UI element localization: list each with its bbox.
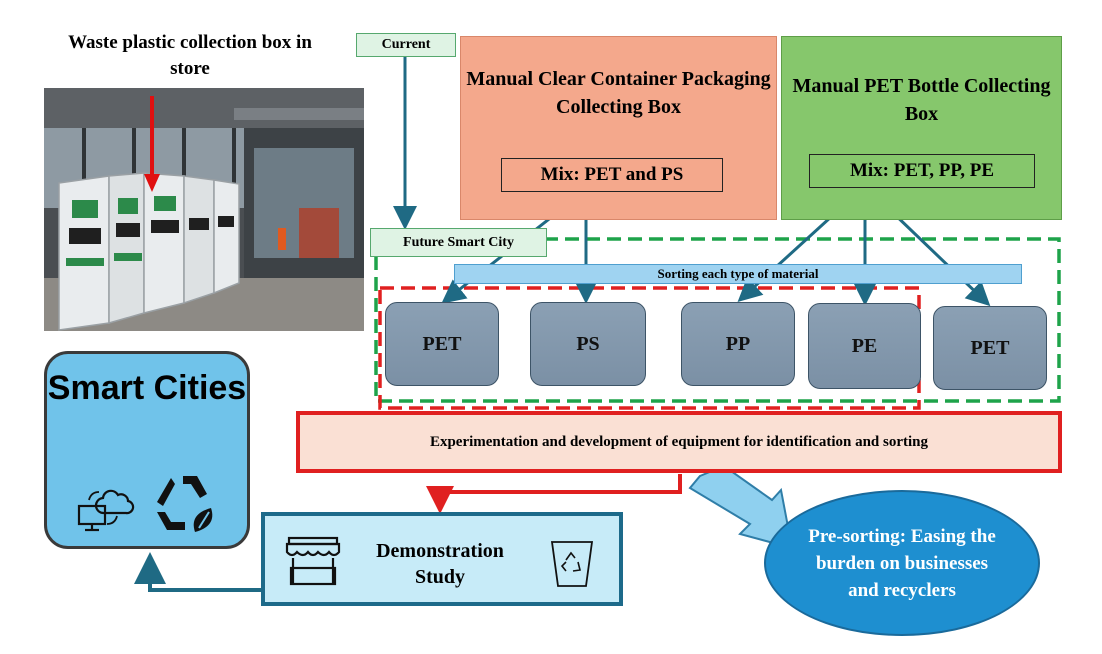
recycle-bin-icon <box>550 541 594 587</box>
material-ps: PS <box>530 302 646 386</box>
demonstration-box: Demonstration Study <box>261 512 623 606</box>
material-pp: PP <box>681 302 795 386</box>
pet-bottle-box: Manual PET Bottle Collecting Box Mix: PE… <box>781 36 1062 220</box>
future-smart-city-tag: Future Smart City <box>370 228 547 257</box>
recycle-leaf-icon <box>157 476 213 532</box>
demo-to-smart-arrow <box>134 552 261 592</box>
smart-cities-box: Smart Cities <box>44 351 250 549</box>
cloud-computer-icon <box>77 489 135 532</box>
experimentation-box: Experimentation and development of equip… <box>296 411 1062 473</box>
demonstration-title: Demonstration Study <box>376 540 504 588</box>
collection-box-photo <box>44 88 364 331</box>
presorting-text: Pre-sorting: Easing the burden on busine… <box>808 525 996 601</box>
material-pet: PET <box>385 302 499 386</box>
smart-cities-title: Smart Cities <box>47 369 247 407</box>
material-pet-future: PET <box>933 306 1047 390</box>
store-icon <box>285 536 341 586</box>
pet-bottle-title: Manual PET Bottle Collecting Box <box>792 75 1051 125</box>
future-region <box>374 237 1061 403</box>
pet-bottle-mix: Mix: PET, PP, PE <box>809 154 1035 188</box>
photo-title: Waste plastic collection box in store <box>68 32 312 79</box>
clear-container-box: Manual Clear Container Packaging Collect… <box>460 36 777 220</box>
presorting-ellipse: Pre-sorting: Easing the burden on busine… <box>764 490 1040 636</box>
experiment-to-demo-arrow <box>426 474 682 514</box>
current-tag: Current <box>356 33 456 57</box>
clear-container-mix: Mix: PET and PS <box>501 158 723 192</box>
sorting-bar: Sorting each type of material <box>454 264 1022 284</box>
clear-container-title: Manual Clear Container Packaging Collect… <box>466 68 771 118</box>
material-pe: PE <box>808 303 921 389</box>
